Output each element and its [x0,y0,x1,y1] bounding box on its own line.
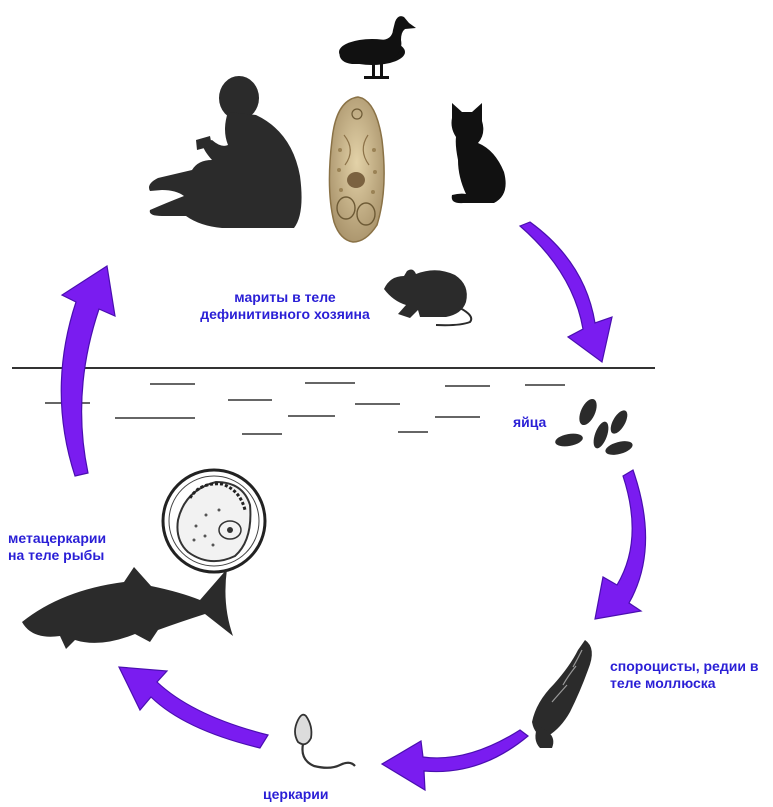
label-adults-line1: мариты в теле [180,289,390,306]
label-sporocysts-line1: спороцисты, редии в [610,658,772,675]
snail-icon [532,640,592,748]
human-icon [149,76,302,228]
arrow-up-left [61,266,115,476]
rat-icon [384,270,471,326]
fish-icon [22,567,233,649]
cercaria-icon [295,715,355,768]
eggs-icon [554,396,634,457]
duck-icon [339,16,416,79]
water-surface [12,368,655,434]
fluke-icon [329,97,384,242]
arrow-down-eggs [595,470,646,619]
label-adults-line2: дефинитивного хозяина [180,306,390,323]
label-adults: мариты в теле дефинитивного хозяина [180,289,390,323]
label-sporocysts-line2: теле моллюска [610,675,772,692]
label-eggs: яйца [513,414,546,431]
cyst-icon [163,470,265,572]
cat-icon [452,103,506,203]
label-metacercariae-line2: на теле рыбы [8,547,168,564]
arrow-left-snail [382,730,528,790]
label-metacercariae: метацеркарии на теле рыбы [8,530,168,564]
label-sporocysts: спороцисты, редии в теле моллюска [610,658,772,692]
label-metacercariae-line1: метацеркарии [8,530,168,547]
arrow-down-right [520,222,612,362]
label-cercariae: церкарии [263,786,329,803]
arrow-left-cercaria [119,667,268,748]
